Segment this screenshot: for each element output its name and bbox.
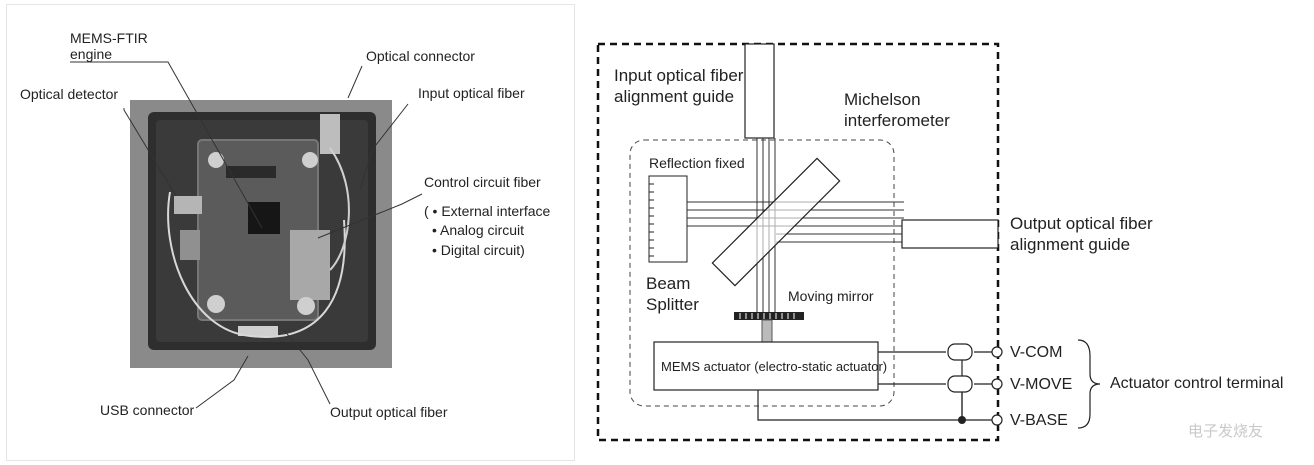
terminal-v-base [991, 414, 1003, 426]
photo-panel-frame [6, 4, 575, 461]
label-engine: engine [70, 46, 113, 62]
label-v-com: V-COM [1010, 344, 1063, 361]
label-michelson-2: interferometer [844, 111, 950, 130]
label-input-optical-fiber: Input optical fiber [418, 85, 525, 101]
label-control-circuit-fiber: Control circuit fiber [424, 174, 541, 190]
label-output-guide-1: Output optical fiber [1010, 214, 1153, 233]
label-splitter: Splitter [646, 295, 699, 314]
label-optical-connector: Optical connector [366, 48, 475, 64]
actuator-shaft [761, 319, 773, 343]
fixed-mirror [648, 175, 688, 263]
label-usb-connector: USB connector [100, 402, 195, 418]
output-guide-block [901, 219, 999, 249]
label-actuator-control-terminal: Actuator control terminal [1110, 375, 1284, 392]
label-mems-actuator: MEMS actuator (electro-static actuator) [661, 359, 888, 374]
label-digital-circuit: • Digital circuit) [432, 242, 525, 258]
label-output-guide-2: alignment guide [1010, 235, 1131, 254]
watermark-text: 电子发烧友 [1188, 423, 1264, 440]
input-guide-block [744, 43, 775, 139]
mems-actuator-box [653, 341, 879, 391]
terminal-v-com [991, 346, 1003, 358]
label-v-move: V-MOVE [1010, 376, 1073, 393]
label-optical-detector: Optical detector [20, 86, 119, 102]
label-external-interface: ( • External interface [424, 203, 551, 219]
device-photo-drawing [130, 100, 392, 368]
moving-mirror [734, 312, 804, 320]
label-beam: Beam [646, 274, 691, 293]
label-output-optical-fiber: Output optical fiber [330, 404, 448, 420]
label-moving-mirror: Moving mirror [788, 288, 874, 304]
label-input-guide-2: alignment guide [614, 87, 735, 106]
label-mems-ftir: MEMS-FTIR [70, 30, 148, 46]
ground-junction [958, 416, 966, 424]
label-analog-circuit: • Analog circuit [432, 222, 525, 238]
label-input-guide-1: Input optical fiber [614, 66, 744, 85]
label-v-base: V-BASE [1010, 412, 1068, 429]
interferometer-region [629, 139, 895, 407]
beam-splitter [711, 157, 841, 287]
terminal-brace [1077, 339, 1101, 429]
terminal-v-move [991, 378, 1003, 390]
device-photo [130, 100, 392, 368]
label-reflection-fixed: Reflection fixed [649, 155, 745, 171]
outer-dashed-frame [596, 42, 1000, 442]
label-michelson-1: Michelson [844, 90, 921, 109]
